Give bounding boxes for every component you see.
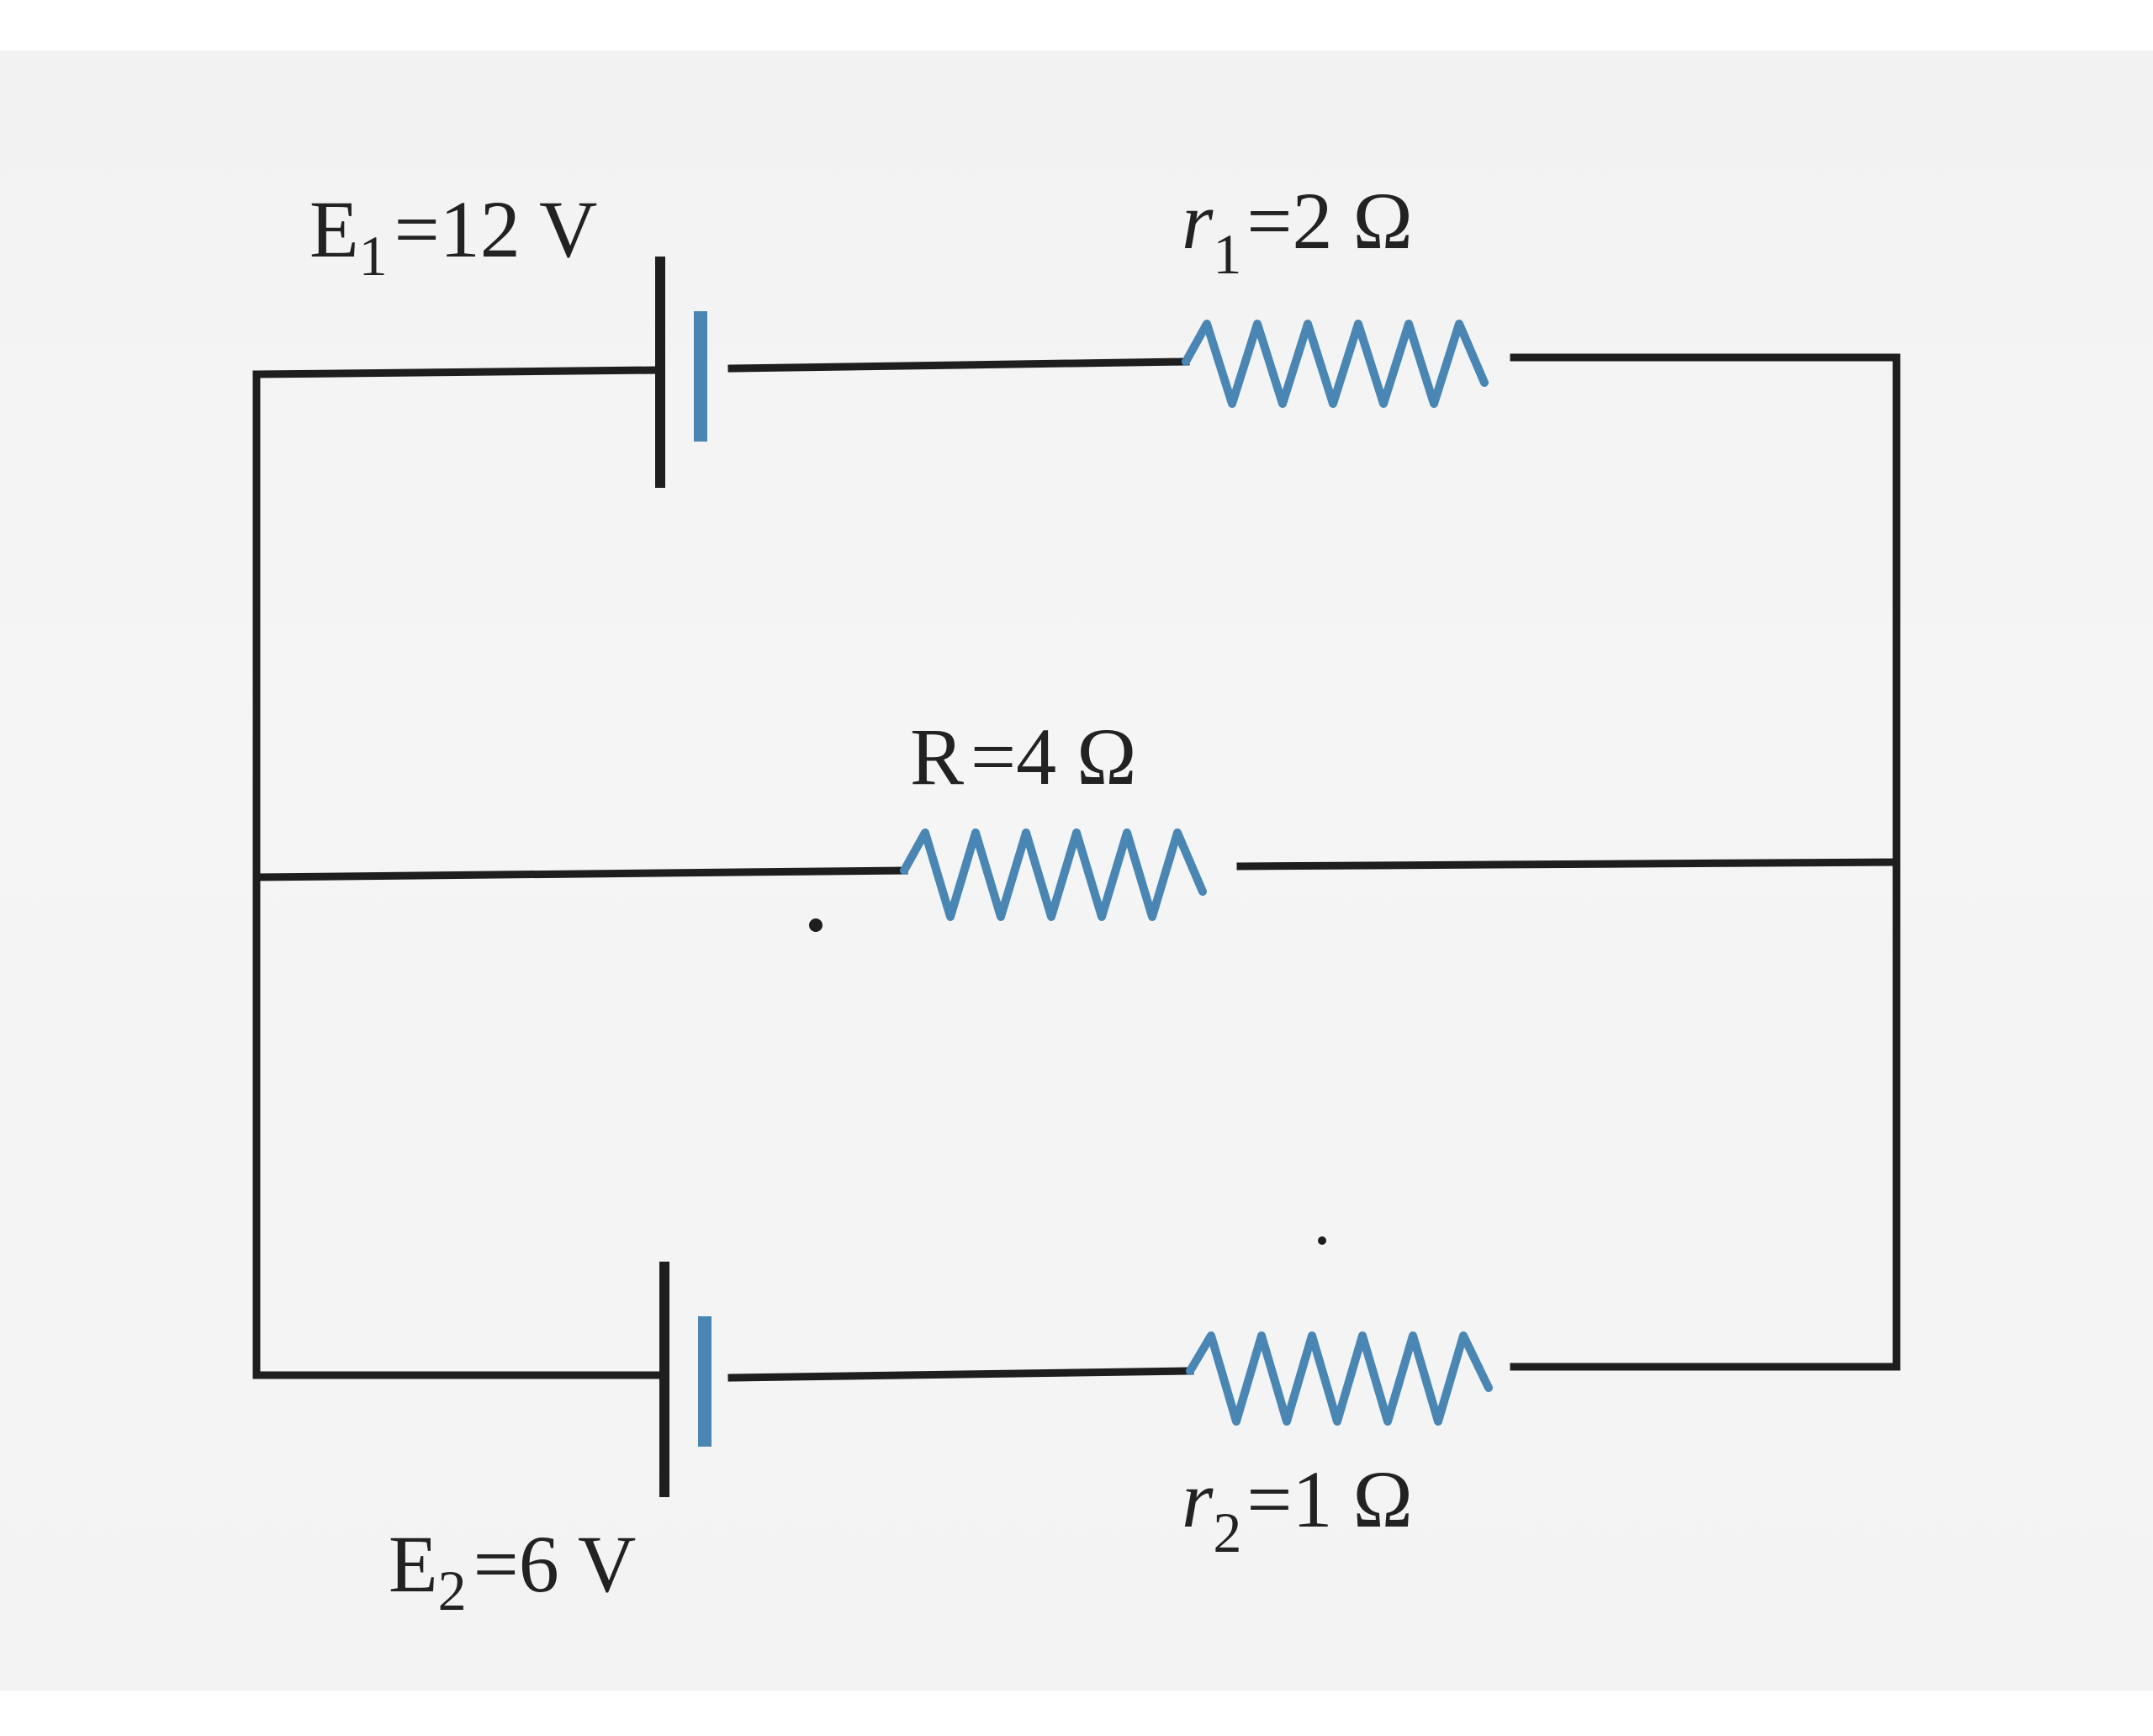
label-e1-symbol: E (309, 184, 359, 274)
middle-branch-wire-right (1236, 858, 1901, 871)
top-branch-wire-mid (727, 357, 1190, 373)
stray-dot (809, 918, 823, 932)
label-r-value: =4 Ω (971, 712, 1136, 802)
label-r1-subscript: 1 (1213, 222, 1241, 286)
label-e2: E2=6 V (389, 1519, 636, 1622)
label-e1-value: =12 V (394, 184, 598, 274)
bottom-branch-wire-mid (727, 1367, 1194, 1382)
middle-branch-wire-left (252, 866, 908, 881)
label-e2-symbol: E (389, 1519, 438, 1609)
label-e2-value: =6 V (473, 1519, 637, 1609)
label-r2: r2=1 Ω (1182, 1454, 1413, 1564)
label-r-symbol: R (910, 712, 964, 802)
stray-dot (1318, 1236, 1326, 1245)
label-e1-subscript: 1 (359, 224, 388, 288)
label-r1-symbol: r (1182, 176, 1214, 266)
label-r2-value: =1 Ω (1246, 1454, 1412, 1544)
resistor-r2 (1186, 1331, 1493, 1426)
label-r2-subscript: 2 (1213, 1500, 1241, 1564)
resistor-r (900, 828, 1207, 921)
label-r: R=4 Ω (910, 712, 1137, 802)
label-e1: E1=12 V (309, 184, 597, 288)
label-r1-value: =2 Ω (1246, 176, 1412, 266)
label-e2-subscript: 2 (438, 1559, 467, 1622)
label-r1: r1=2 Ω (1182, 176, 1413, 286)
label-r2-symbol: r (1182, 1454, 1214, 1544)
resistor-r1 (1182, 320, 1489, 408)
top-branch-wire-left (252, 366, 660, 378)
paper-background (0, 50, 2153, 1691)
